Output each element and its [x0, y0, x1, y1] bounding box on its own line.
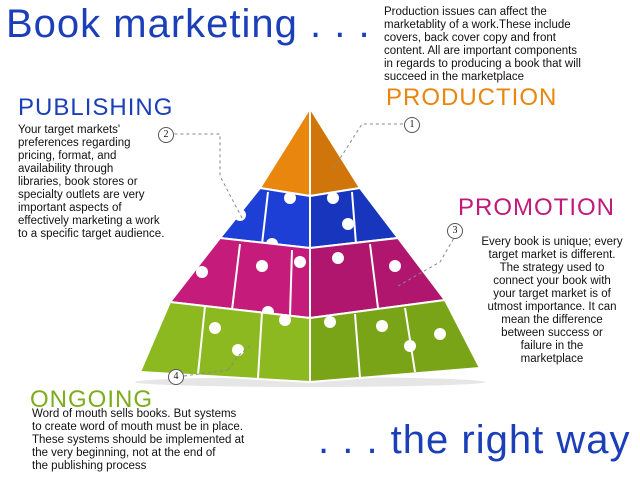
- production-line: content. All are important components: [384, 45, 578, 57]
- ongoing-line: the very beginning, not at the end of: [32, 447, 216, 459]
- pyramid-tier-promotion: [168, 236, 447, 320]
- ongoing-line: to create word of mouth must be in place…: [32, 421, 243, 433]
- pyramid-tier-production: [258, 104, 362, 198]
- publishing-line: pricing, format, and: [18, 150, 117, 162]
- publishing-description: Your target markets' preferences regardi…: [18, 124, 204, 241]
- production-line: covers, back cover copy and front: [384, 32, 556, 44]
- ongoing-line: the publishing process: [32, 460, 147, 472]
- promotion-line: target market is different.: [488, 249, 616, 261]
- promotion-line: mean the difference: [501, 314, 603, 326]
- promotion-heading: PROMOTION: [458, 194, 615, 221]
- production-heading: PRODUCTION: [386, 84, 558, 111]
- promotion-line: marketplace: [520, 353, 584, 365]
- publishing-line: Your target markets': [18, 124, 121, 136]
- publishing-line: to a specific target audience.: [18, 228, 165, 240]
- marker-1: 1: [404, 117, 420, 133]
- publishing-line: important aspects of: [18, 202, 122, 214]
- promotion-line: connect your book with: [493, 275, 611, 287]
- publishing-line: specialty outlets are very: [18, 189, 145, 201]
- production-line: succeed in the marketplace: [384, 71, 524, 83]
- production-description: Production issues can affect the marketa…: [384, 6, 634, 84]
- marker-4: 4: [168, 369, 184, 385]
- promotion-line: Every book is unique; every: [481, 236, 623, 248]
- publishing-line: preferences regarding: [18, 137, 131, 149]
- tagline: . . . the right way: [318, 418, 631, 462]
- page-title: Book marketing . . .: [6, 2, 371, 46]
- production-line: Production issues can affect the: [384, 6, 547, 18]
- production-line: marketablity of a work.These include: [384, 19, 571, 31]
- marker-2: 2: [158, 127, 174, 143]
- production-line: in regards to producing a book that will: [384, 58, 581, 70]
- publishing-line: libraries, book stores or: [18, 176, 138, 188]
- pyramid-tier-ongoing: [138, 298, 482, 384]
- ongoing-line: These systems should be implemented at: [32, 434, 245, 446]
- pyramid-tier-publishing: [218, 186, 400, 250]
- publishing-line: availability through: [18, 163, 114, 175]
- promotion-line: your target market is of: [493, 288, 611, 300]
- callout-leaders: [172, 123, 455, 377]
- publishing-line: effectively marketing a work: [18, 215, 160, 227]
- promotion-line: The strategy used to: [499, 262, 605, 274]
- promotion-line: utmost importance. It can: [487, 301, 617, 313]
- ongoing-description: Word of mouth sells books. But systems t…: [32, 408, 302, 473]
- publishing-heading: PUBLISHING: [18, 94, 174, 121]
- ongoing-heading: ONGOING: [30, 386, 154, 413]
- ongoing-line: Word of mouth sells books. But systems: [32, 408, 237, 420]
- promotion-line: between success or: [501, 327, 603, 339]
- promotion-description: Every book is unique; every target marke…: [466, 236, 638, 366]
- promotion-line: failure in the: [520, 340, 584, 352]
- marker-3: 3: [447, 223, 463, 239]
